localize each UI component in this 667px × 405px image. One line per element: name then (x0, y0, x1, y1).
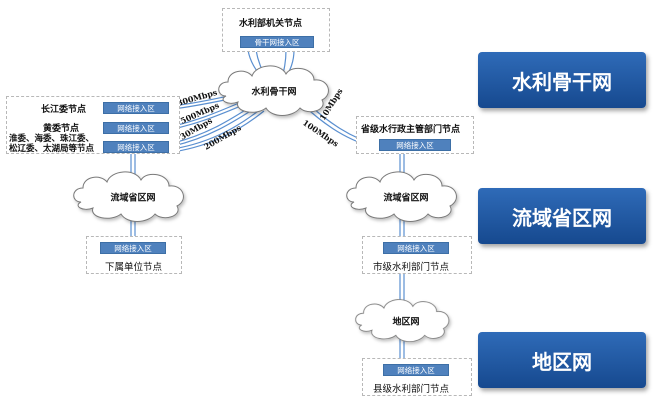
city-node: 网络接入区 市级水利部门节点 (362, 236, 472, 274)
county-node-title: 县级水利部门节点 (373, 384, 450, 395)
changjiang-node-port[interactable]: 网络接入区 (103, 102, 169, 114)
level-backbone-button[interactable]: 水利骨干网 (478, 52, 646, 108)
basin-right-cloud-label: 流域省区网 (383, 193, 429, 204)
backbone-cloud-label: 水利骨干网 (251, 87, 297, 98)
district-cloud-label: 地区网 (392, 317, 420, 328)
ministry-node-title: 水利部机关节点 (239, 19, 303, 29)
city-node-title: 市级水利部门节点 (373, 262, 450, 273)
subordinate-node-title: 下属单位节点 (105, 262, 163, 273)
huangwei-node-title: 黄委节点 (43, 124, 80, 134)
changjiang-node-title: 长江委节点 (41, 105, 87, 115)
subordinate-node-port[interactable]: 网络接入区 (100, 242, 166, 254)
county-node: 网络接入区 县级水利部门节点 (362, 358, 472, 396)
link-others-c (172, 107, 263, 150)
subordinate-node: 网络接入区 下属单位节点 (86, 236, 182, 274)
city-node-port[interactable]: 网络接入区 (383, 242, 449, 254)
rate-provincial-2: 100Mbps (301, 117, 341, 149)
provincial-node: 省级水行政主管部门节点 网络接入区 (356, 116, 474, 154)
others-node-title-1: 淮委、海委、珠江委、 (9, 134, 95, 144)
basin-right-cloud (346, 171, 457, 222)
basin-left-cloud (73, 171, 184, 222)
others-node-title-2: 松辽委、太湖局等节点 (9, 144, 95, 154)
basin-left-cloud-label: 流域省区网 (110, 193, 156, 204)
ministry-node-port[interactable]: 骨干网接入区 (240, 36, 314, 48)
river-commissions-node: 长江委节点 黄委节点 淮委、海委、珠江委、 松辽委、太湖局等节点 网络接入区 网… (6, 96, 180, 154)
huangwei-node-port[interactable]: 网络接入区 (103, 122, 169, 134)
ministry-node: 水利部机关节点 骨干网接入区 (222, 8, 330, 52)
county-node-port[interactable]: 网络接入区 (383, 364, 449, 376)
link-others-d (172, 110, 265, 153)
district-cloud (355, 299, 450, 343)
others-node-port[interactable]: 网络接入区 (103, 141, 169, 153)
backbone-cloud (218, 65, 329, 116)
provincial-node-port[interactable]: 网络接入区 (379, 139, 451, 151)
level-basin-button[interactable]: 流域省区网 (478, 188, 646, 244)
provincial-node-title: 省级水行政主管部门节点 (361, 125, 461, 135)
level-district-button[interactable]: 地区网 (478, 332, 646, 388)
